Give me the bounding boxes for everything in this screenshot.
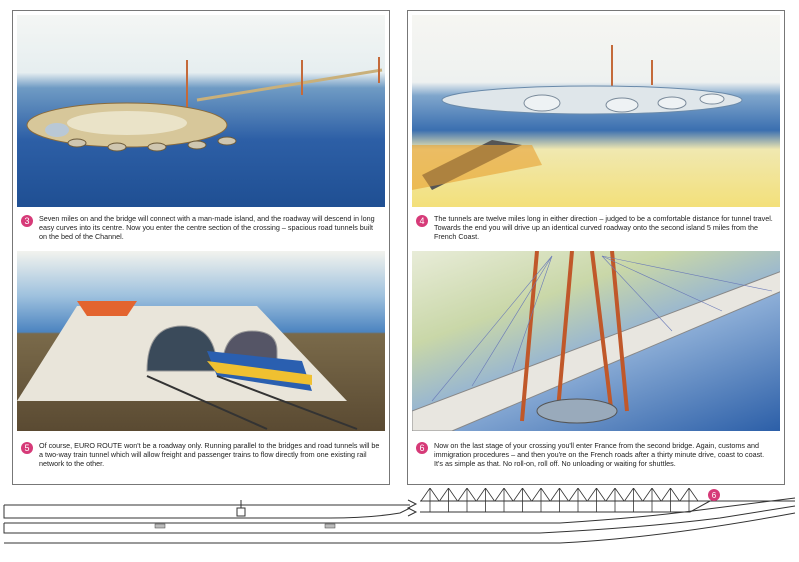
bridge-pylon <box>420 488 440 512</box>
step-number-badge: 5 <box>21 442 33 454</box>
caption-text: Seven miles on and the bridge will conne… <box>39 214 375 241</box>
step-number-badge: 6 <box>416 442 428 454</box>
route-profile-diagram: 6 <box>0 488 799 558</box>
caption-6: 6 Now on the last stage of your crossing… <box>416 441 776 468</box>
illustration-artificial-island <box>17 15 385 207</box>
illustration-cable-stayed-bridge <box>412 251 780 431</box>
caption-text: Of course, EURO ROUTE won't be a roadway… <box>39 441 380 468</box>
step-number-badge: 4 <box>416 215 428 227</box>
bridge-pylon <box>513 488 532 512</box>
bridge-pylon <box>457 488 477 512</box>
illustration-train-tunnel <box>17 251 385 431</box>
bridge-pylon <box>494 488 514 512</box>
caption-text: Now on the last stage of your crossing y… <box>434 441 765 459</box>
caption-4: 4 The tunnels are twelve miles long in e… <box>416 214 776 241</box>
bridge-pylon <box>624 488 643 512</box>
bridge-pylon <box>605 488 625 512</box>
right-page-panel: 4 The tunnels are twelve miles long in e… <box>407 10 785 485</box>
diagram-marker-label: 6 <box>712 491 717 500</box>
bridge-pylon <box>587 488 606 512</box>
bridge-pylon <box>661 488 680 512</box>
bridge-pylon <box>568 488 588 512</box>
bridge-pylon <box>476 488 495 512</box>
caption-5: 5 Of course, EURO ROUTE won't be a roadw… <box>21 441 381 468</box>
bridge-pylon <box>642 488 662 512</box>
caption-text-summary: It's as simple as that. No roll-on, roll… <box>434 459 676 468</box>
bridge-pylon <box>679 488 699 512</box>
bridge-pylon <box>439 488 458 512</box>
left-page-panel: 3 Seven miles on and the bridge will con… <box>12 10 390 485</box>
bridge-pylon <box>531 488 551 512</box>
step-number-badge: 3 <box>21 215 33 227</box>
caption-3: 3 Seven miles on and the bridge will con… <box>21 214 381 241</box>
diagram-marker-badge <box>708 489 720 501</box>
illustration-second-island <box>412 15 780 207</box>
bridge-pylon <box>550 488 569 512</box>
caption-text: The tunnels are twelve miles long in eit… <box>434 214 773 241</box>
